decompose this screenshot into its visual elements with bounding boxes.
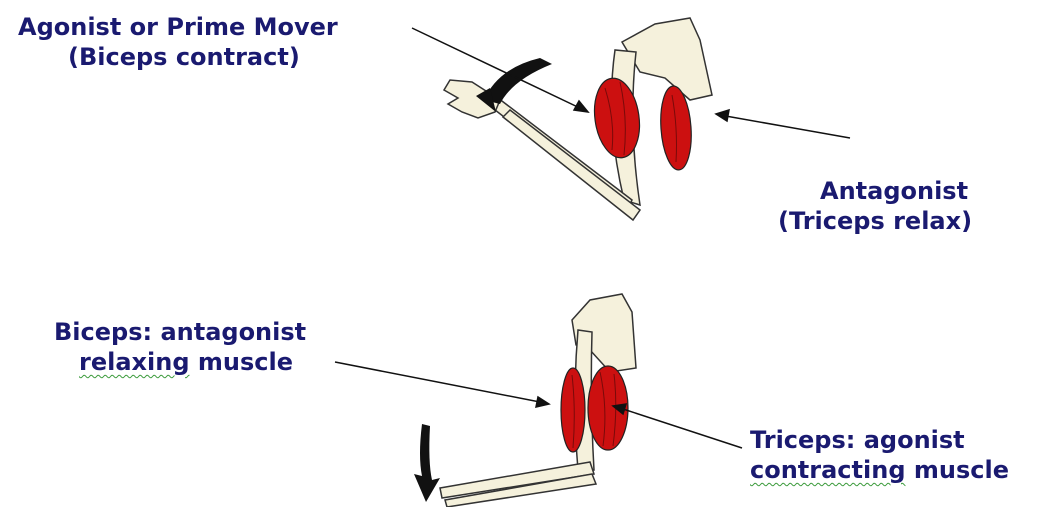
antagonist-label-line1: Antagonist [778,176,972,206]
antagonist-label-line2: (Triceps relax) [778,206,972,236]
biceps-label-line2: relaxing muscle [54,347,306,377]
antagonist-label: Antagonist (Triceps relax) [778,176,972,236]
biceps-label-word: relaxing [79,348,190,376]
top-flex-arrow [484,58,552,104]
biceps-label-rest: muscle [190,348,293,376]
bottom-arm-extended [414,294,636,507]
agonist-label: Agonist or Prime Mover (Biceps contract) [18,12,338,72]
top-arm-flexed [444,18,712,220]
triceps-label-line1: Triceps: agonist [750,425,1009,455]
bottom-extend-arrow [414,424,440,502]
triceps-label-line2: contracting muscle [750,455,1009,485]
triceps-label: Triceps: agonist contracting muscle [750,425,1009,485]
triceps-label-word: contracting [750,456,906,484]
agonist-label-line1: Agonist or Prime Mover [18,12,338,42]
agonist-label-line2: (Biceps contract) [18,42,338,72]
biceps-label: Biceps: antagonist relaxing muscle [54,317,306,377]
biceps-label-line1: Biceps: antagonist [54,317,306,347]
top-biceps [590,75,645,160]
triceps-label-rest: muscle [906,456,1009,484]
